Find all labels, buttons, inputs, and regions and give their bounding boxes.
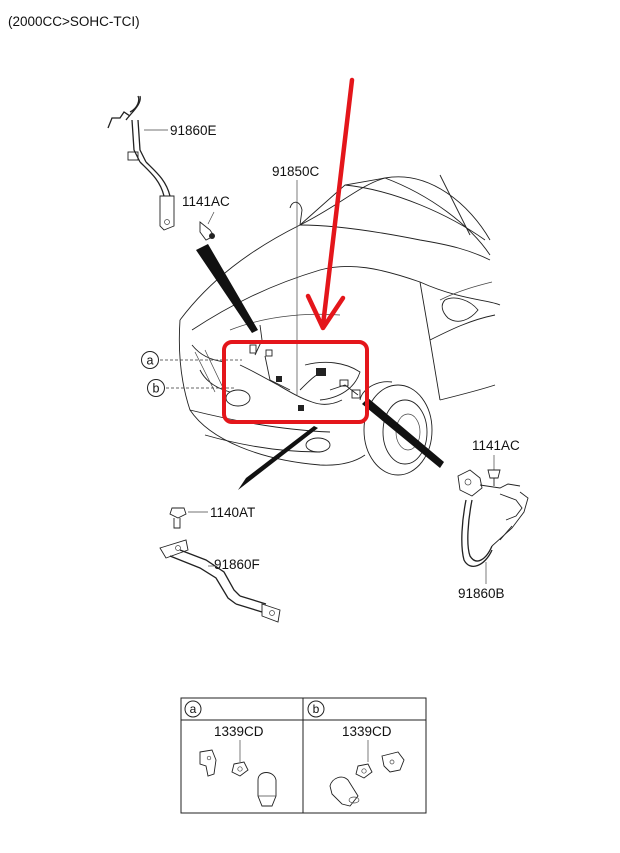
callout-b-letter: b — [153, 382, 160, 396]
leader-wedge-right — [362, 398, 444, 468]
callout-a-letter: a — [147, 354, 154, 368]
engine-spec-label: (2000CC>SOHC-TCI) — [8, 14, 140, 29]
callout-b: b — [147, 379, 165, 397]
detail-col-a: a 1339CD — [184, 700, 277, 807]
bolt-icon-1141ac-top — [199, 211, 215, 241]
part-label-91860e: 91860E — [170, 123, 217, 138]
callout-a: a — [141, 351, 159, 369]
clip-icon-a — [199, 749, 217, 777]
battery-cable-91860b — [457, 469, 529, 584]
detail-tag-b: b — [313, 702, 320, 716]
ground-strap-91860f — [159, 539, 281, 623]
battery-cable-91860e — [107, 95, 175, 231]
detail-part-a: 1339CD — [214, 724, 264, 739]
leader-wedge-top — [196, 244, 258, 333]
part-label-1140at: 1140AT — [210, 505, 255, 520]
detail-table: a 1339CD b 1339CD — [180, 697, 427, 814]
part-label-91850c: 91850C — [272, 164, 320, 179]
bolt-icon-1140at — [169, 507, 208, 529]
bolt-icon-b — [355, 763, 373, 779]
red-highlight-box — [222, 340, 369, 424]
part-label-91860f: 91860F — [214, 557, 260, 572]
part-label-91860b: 91860B — [458, 586, 505, 601]
clip-icon-b — [381, 751, 405, 773]
leader-wedge-bottom — [238, 426, 318, 490]
part-label-1141ac-right: 1141AC — [472, 438, 520, 453]
detail-tag-a: a — [190, 702, 197, 716]
detail-col-b: b 1339CD — [307, 700, 405, 807]
engine-wiring-harness — [239, 324, 361, 411]
bolt-icon-1141ac-right — [487, 455, 501, 486]
part-label-1141ac-top: 1141AC — [182, 194, 230, 209]
bolt-icon-a — [231, 761, 249, 777]
detail-part-b: 1339CD — [342, 724, 392, 739]
red-arrow-icon — [305, 77, 355, 331]
car-front-outline — [178, 174, 501, 476]
cap-icon-b — [329, 776, 360, 807]
cap-icon-a — [257, 772, 277, 807]
